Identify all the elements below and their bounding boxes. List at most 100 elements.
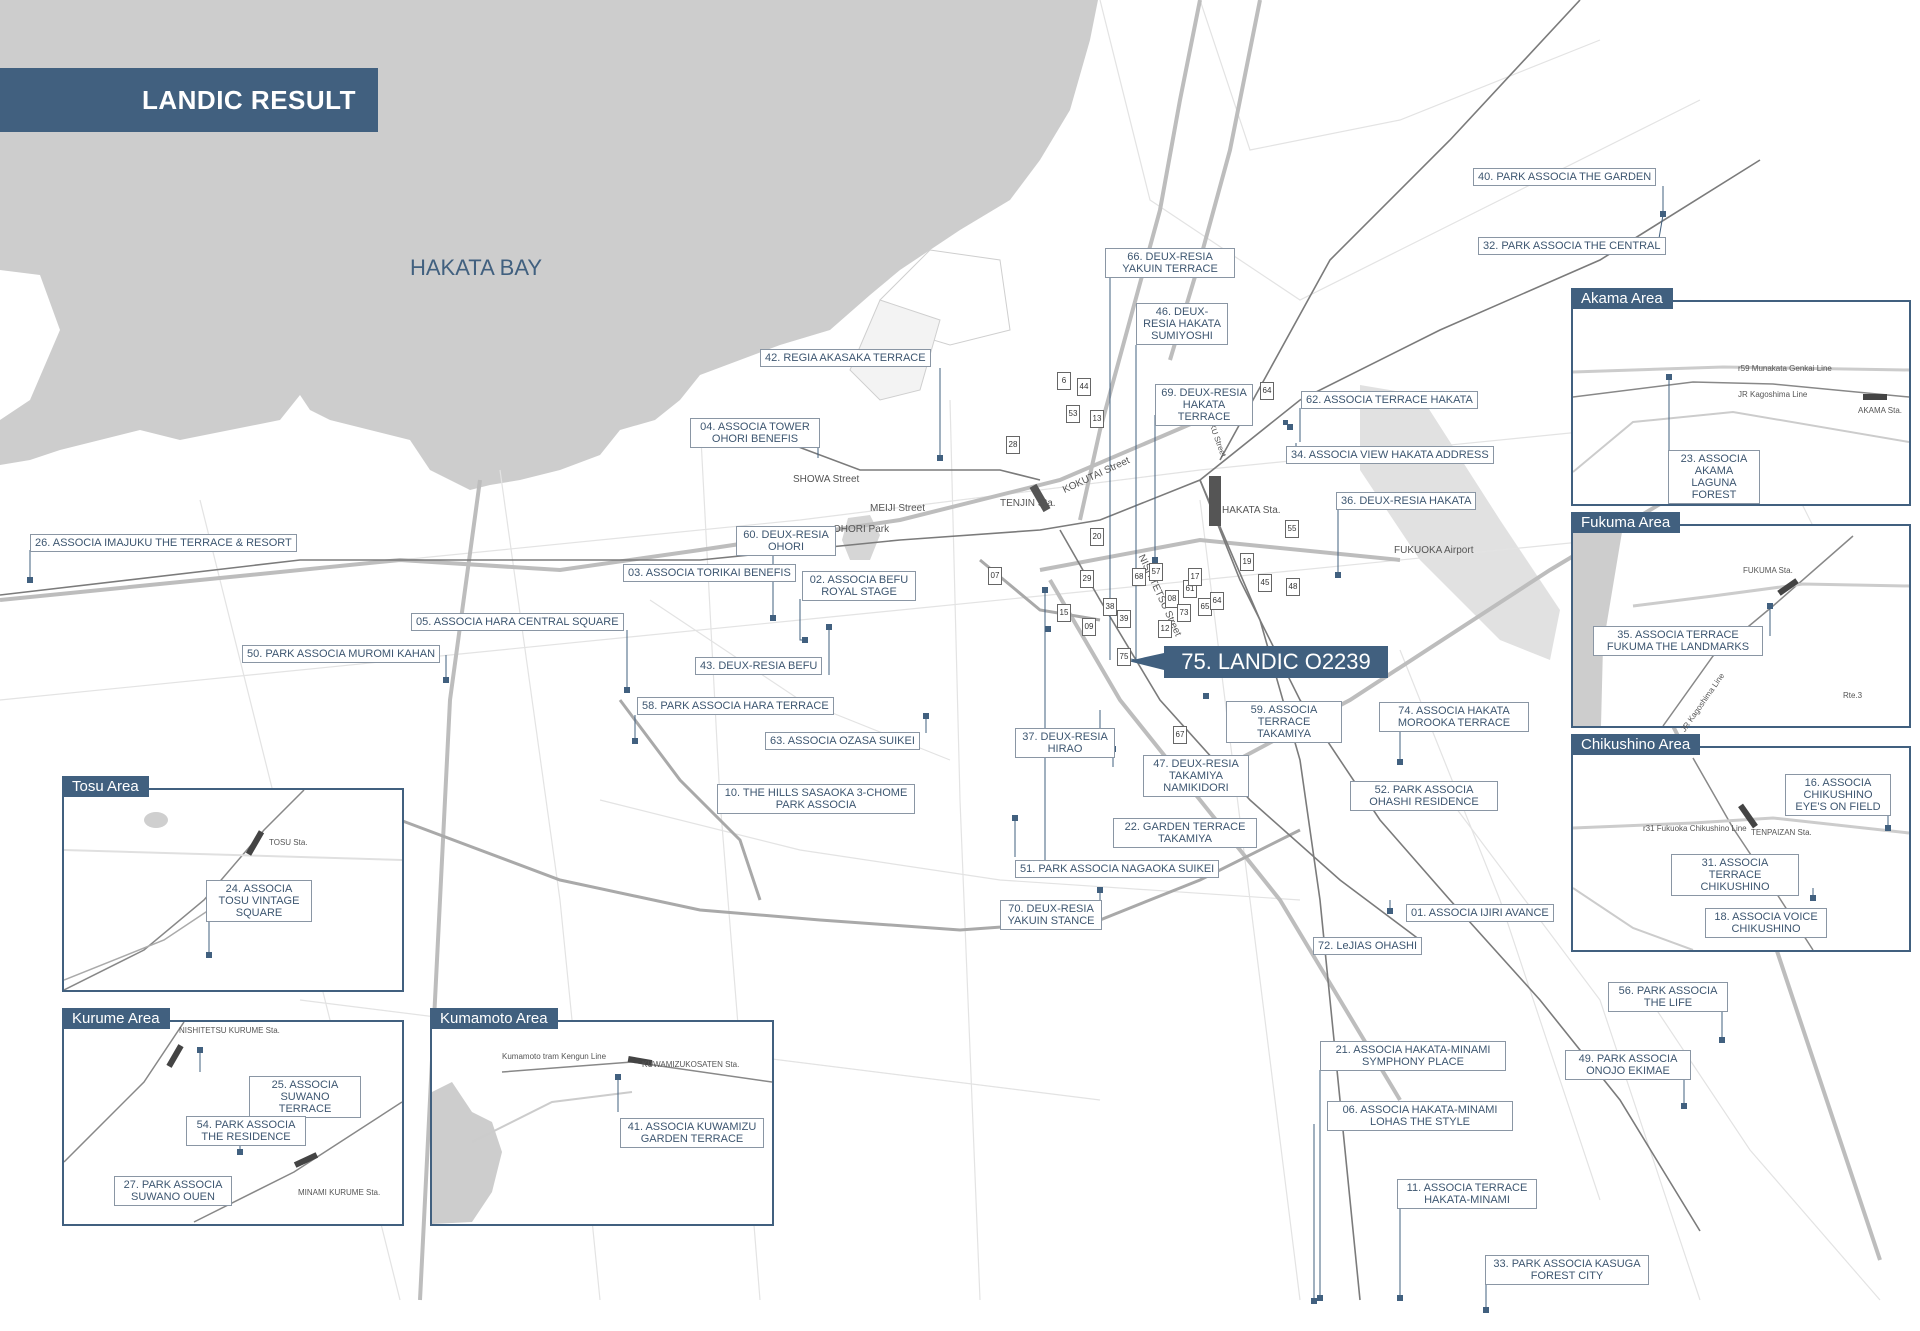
- inset-kumamoto: Kumamoto Area Kumamoto tram Kengun Line …: [430, 1008, 774, 1226]
- building-marker: 57: [1149, 563, 1163, 581]
- building-marker: 20: [1090, 528, 1104, 546]
- property-label-18[interactable]: 18. ASSOCIA VOICE CHIKUSHINO: [1705, 908, 1827, 938]
- rail-to-south: [1199, 479, 1361, 1301]
- building-marker: 09: [1082, 618, 1096, 636]
- building-marker: 38: [1103, 598, 1117, 616]
- property-label-22[interactable]: 22. GARDEN TERRACE TAKAMIYA: [1113, 818, 1257, 848]
- inset-title: Kurume Area: [62, 1008, 170, 1029]
- rail-west: [779, 439, 1041, 481]
- highlight-label-75[interactable]: 75. LANDIC O2239: [1164, 646, 1388, 678]
- station-label: KUWAMIZUKOSATEN Sta.: [642, 1060, 740, 1069]
- bay-label: HAKATA BAY: [410, 255, 543, 280]
- property-label-56[interactable]: 56. PARK ASSOCIA THE LIFE: [1608, 982, 1728, 1012]
- building-marker: 17: [1188, 568, 1202, 586]
- ohori-park-label: OHORI Park: [833, 524, 890, 535]
- property-label-23[interactable]: 23. ASSOCIA AKAMA LAGUNA FOREST: [1668, 450, 1760, 504]
- building-marker: 6: [1057, 372, 1071, 390]
- building-marker: 55: [1285, 520, 1299, 538]
- property-label-16[interactable]: 16. ASSOCIA CHIKUSHINO EYE'S ON FIELD: [1785, 774, 1891, 816]
- building-marker: 64: [1210, 592, 1224, 610]
- property-label-03[interactable]: 03. ASSOCIA TORIKAI BENEFIS: [623, 564, 796, 582]
- property-label-49[interactable]: 49. PARK ASSOCIA ONOJO EKIMAE: [1565, 1050, 1691, 1080]
- building-marker: 13: [1090, 410, 1104, 428]
- building-marker: 48: [1286, 578, 1300, 596]
- property-label-46[interactable]: 46. DEUX-RESIA HAKATA SUMIYOSHI: [1136, 303, 1228, 345]
- station-label: FUKUMA Sta.: [1743, 566, 1793, 575]
- showa-street-label: SHOWA Street: [793, 474, 860, 485]
- inset-map: [1572, 365, 1910, 473]
- property-label-02[interactable]: 02. ASSOCIA BEFU ROYAL STAGE: [802, 571, 916, 601]
- station-label: TENPAIZAN Sta.: [1751, 828, 1812, 837]
- property-label-47[interactable]: 47. DEUX-RESIA TAKAMIYA NAMIKIDORI: [1143, 755, 1249, 797]
- property-label-27[interactable]: 27. PARK ASSOCIA SUWANO OUEN: [114, 1176, 232, 1206]
- property-label-33[interactable]: 33. PARK ASSOCIA KASUGA FOREST CITY: [1485, 1255, 1649, 1285]
- property-label-05[interactable]: 05. ASSOCIA HARA CENTRAL SQUARE: [411, 613, 624, 631]
- building-marker: 53: [1066, 405, 1080, 423]
- property-label-31[interactable]: 31. ASSOCIA TERRACE CHIKUSHINO: [1671, 854, 1799, 896]
- property-label-04[interactable]: 04. ASSOCIA TOWER OHORI BENEFIS: [690, 418, 820, 448]
- station-label: MINAMI KURUME Sta.: [298, 1188, 381, 1197]
- property-label-51[interactable]: 51. PARK ASSOCIA NAGAOKA SUIKEI: [1015, 860, 1220, 878]
- building-marker: 44: [1077, 378, 1091, 396]
- rail-main-south: [1199, 479, 1701, 1232]
- property-label-41[interactable]: 41. ASSOCIA KUWAMIZU GARDEN TERRACE: [620, 1118, 764, 1148]
- property-label-11[interactable]: 11. ASSOCIA TERRACE HAKATA-MINAMI: [1397, 1179, 1537, 1209]
- property-label-52[interactable]: 52. PARK ASSOCIA OHASHI RESIDENCE: [1350, 781, 1498, 811]
- building-marker: 07: [988, 567, 1002, 585]
- property-label-74[interactable]: 74. ASSOCIA HAKATA MOROOKA TERRACE: [1379, 702, 1529, 732]
- line-label: JR Kagoshima Line: [1738, 390, 1808, 399]
- inset-map: [63, 789, 403, 991]
- meiji-street-label: MEIJI Street: [870, 503, 926, 514]
- building-marker: 15: [1057, 604, 1071, 622]
- building-marker: 67: [1173, 726, 1187, 744]
- property-label-58[interactable]: 58. PARK ASSOCIA HARA TERRACE: [637, 697, 834, 715]
- property-label-72[interactable]: 72. LeJIAS OHASHI: [1313, 937, 1423, 955]
- expressway: [399, 818, 1301, 932]
- building-marker: 19: [1240, 553, 1254, 571]
- hakata-station-label: HAKATA Sta.: [1222, 505, 1281, 516]
- inset-title: Kumamoto Area: [430, 1008, 558, 1029]
- building-marker: 39: [1117, 610, 1131, 628]
- property-label-06[interactable]: 06. ASSOCIA HAKATA-MINAMI LOHAS THE STYL…: [1327, 1101, 1513, 1131]
- line-label: r59 Munakata Genkai Line: [1738, 364, 1832, 373]
- property-label-26[interactable]: 26. ASSOCIA IMAJUKU THE TERRACE & RESORT: [30, 534, 297, 552]
- inset-title: Fukuma Area: [1571, 512, 1681, 533]
- property-label-24[interactable]: 24. ASSOCIA TOSU VINTAGE SQUARE: [206, 880, 312, 922]
- property-label-69[interactable]: 69. DEUX-RESIA HAKATA TERRACE: [1155, 384, 1253, 426]
- property-label-40[interactable]: 40. PARK ASSOCIA THE GARDEN: [1473, 168, 1657, 186]
- building-marker: 68: [1132, 568, 1146, 586]
- property-label-37[interactable]: 37. DEUX-RESIA HIRAO: [1015, 728, 1115, 758]
- inset-title: Akama Area: [1571, 288, 1673, 309]
- building-marker: 08: [1165, 590, 1179, 608]
- inset-title: Chikushino Area: [1571, 734, 1701, 755]
- property-label-42[interactable]: 42. REGIA AKASAKA TERRACE: [760, 349, 931, 367]
- building-marker: 29: [1080, 570, 1094, 588]
- property-label-59[interactable]: 59. ASSOCIA TERRACE TAKAMIYA: [1226, 701, 1342, 743]
- property-label-35[interactable]: 35. ASSOCIA TERRACE FUKUMA THE LANDMARKS: [1593, 626, 1763, 656]
- property-label-66[interactable]: 66. DEUX-RESIA YAKUIN TERRACE: [1105, 248, 1235, 278]
- property-label-70[interactable]: 70. DEUX-RESIA YAKUIN STANCE: [1000, 900, 1102, 930]
- inset-chikushino: Chikushino Area TENPAIZAN Sta. r31 Fukuo…: [1571, 734, 1911, 952]
- property-label-25[interactable]: 25. ASSOCIA SUWANO TERRACE: [249, 1076, 361, 1118]
- property-label-43[interactable]: 43. DEUX-RESIA BEFU: [695, 657, 823, 675]
- property-label-50[interactable]: 50. PARK ASSOCIA MUROMI KAHAN: [242, 645, 441, 663]
- property-label-01[interactable]: 01. ASSOCIA IJIRI AVANCE: [1406, 904, 1554, 922]
- building-marker: 28: [1006, 436, 1020, 454]
- property-label-54[interactable]: 54. PARK ASSOCIA THE RESIDENCE: [186, 1116, 306, 1146]
- inset-kurume: Kurume Area NISHITETSU KURUME Sta. MINAM…: [62, 1008, 404, 1226]
- property-label-32[interactable]: 32. PARK ASSOCIA THE CENTRAL: [1478, 237, 1666, 255]
- ohori-pond: [842, 515, 880, 560]
- station-label: NISHITETSU KURUME Sta.: [179, 1026, 280, 1035]
- property-label-34[interactable]: 34. ASSOCIA VIEW HAKATA ADDRESS: [1286, 446, 1494, 464]
- property-label-63[interactable]: 63. ASSOCIA OZASA SUIKEI: [765, 732, 920, 750]
- property-label-36[interactable]: 36. DEUX-RESIA HAKATA: [1336, 492, 1477, 510]
- inset-tosu: Tosu Area TOSU Sta. 24. ASSOCIA TOSU VIN…: [62, 776, 404, 992]
- property-label-10[interactable]: 10. THE HILLS SASAOKA 3-CHOME PARK ASSOC…: [717, 784, 915, 814]
- property-label-62[interactable]: 62. ASSOCIA TERRACE HAKATA: [1301, 391, 1478, 409]
- property-label-60[interactable]: 60. DEUX-RESIA OHORI: [736, 526, 836, 556]
- line-label: r31 Fukuoka Chikushino Line: [1643, 824, 1747, 833]
- property-label-21[interactable]: 21. ASSOCIA HAKATA-MINAMI SYMPHONY PLACE: [1320, 1041, 1506, 1071]
- station-label: TOSU Sta.: [269, 838, 308, 847]
- airport: [1360, 385, 1560, 660]
- building-marker: 45: [1258, 574, 1272, 592]
